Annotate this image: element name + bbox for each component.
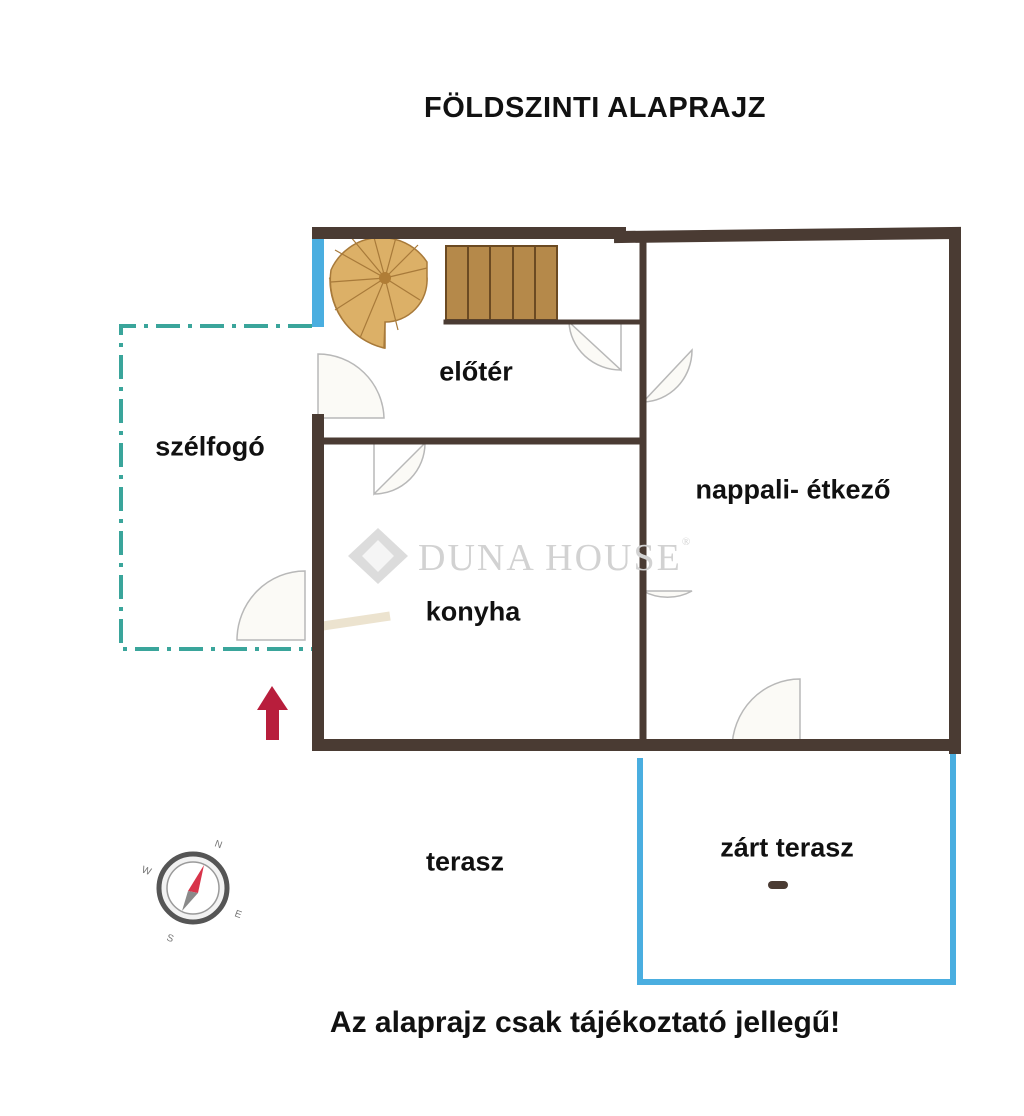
watermark-text: DUNA HOUSE® (418, 536, 692, 580)
room-label-konyha: konyha (425, 596, 521, 627)
watermark-name: DUNA HOUSE (418, 537, 682, 579)
compass-icon: N W E S (140, 838, 243, 945)
door-eloter-west (317, 353, 385, 419)
page-title: FÖLDSZINTI ALAPRAJZ (424, 92, 766, 124)
compass-w: W (140, 864, 153, 878)
compass-n: N (213, 838, 224, 851)
door-szelfogo (236, 570, 306, 641)
room-label-nappali: nappali- étkező (695, 474, 891, 505)
watermark-registered-mark: ® (681, 536, 693, 548)
straight-stairs (445, 245, 558, 321)
door-eloter-stairs (568, 320, 622, 372)
doors (236, 320, 801, 750)
zart-terasz-glazing (637, 748, 956, 985)
szelfogo-outline (119, 324, 312, 651)
room-label-zart-terasz: zárt terasz (720, 832, 854, 863)
entrance-arrow-icon (257, 686, 288, 740)
door-terasz (731, 678, 801, 750)
room-label-eloter: előtér (439, 356, 513, 387)
compass-e: E (233, 908, 243, 921)
duna-house-logo (348, 528, 408, 584)
room-label-terasz: terasz (425, 846, 505, 877)
spiral-stairs (328, 229, 428, 349)
disclaimer-note: Az alaprajz csak tájékoztató jellegű! (329, 1006, 841, 1039)
room-label-szelfogo: szélfogó (155, 431, 265, 462)
terrace-marker (768, 881, 788, 889)
compass-s: S (165, 932, 175, 945)
door-eloter-nappali (642, 348, 693, 404)
door-konyha-north (373, 441, 426, 496)
door-konyha-west (315, 611, 391, 632)
walls (312, 226, 961, 754)
